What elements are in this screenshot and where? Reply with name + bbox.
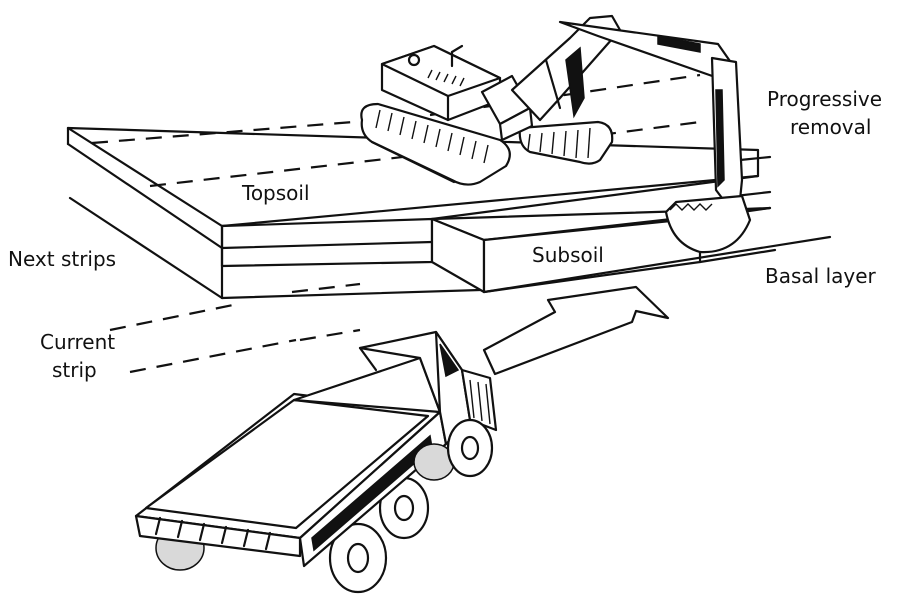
progressive-removal-label-line1: Progressive	[767, 87, 882, 111]
current-strip-label-line2: strip	[52, 358, 97, 382]
excavator-icon	[360, 14, 752, 254]
dump-truck-icon	[134, 330, 498, 594]
subsoil-label: Subsoil	[532, 243, 604, 267]
current-strip-label-line1: Current	[40, 330, 115, 354]
basal-layer-label: Basal layer	[765, 264, 877, 288]
basal-layer-line	[482, 235, 832, 294]
arrow-icon	[482, 285, 670, 376]
topsoil-label: Topsoil	[241, 181, 310, 205]
next-strips-label: Next strips	[8, 247, 116, 271]
progressive-removal-label-line2: removal	[790, 115, 871, 139]
